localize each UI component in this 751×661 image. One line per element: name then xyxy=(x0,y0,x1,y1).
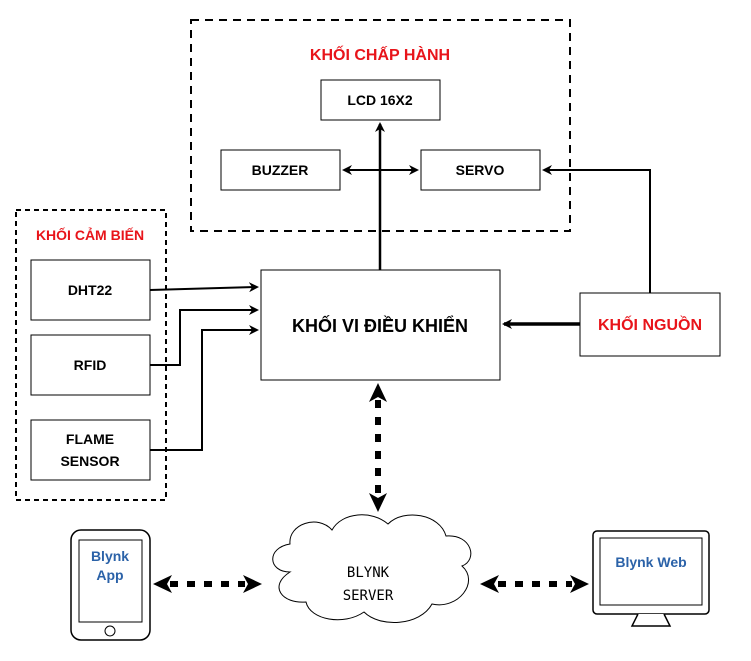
power-label: KHỐI NGUỒN xyxy=(598,314,702,334)
dht22-label: DHT22 xyxy=(68,282,113,298)
lcd-block xyxy=(320,79,441,121)
monitor-icon xyxy=(592,530,710,627)
flame-sensor-block xyxy=(30,419,151,481)
mcu-cloud-arrowhead-down xyxy=(369,493,387,512)
actuator-group-frame xyxy=(190,19,571,232)
buzzer-block xyxy=(220,149,341,191)
power-to-servo-arrow xyxy=(542,165,651,293)
phone-icon xyxy=(70,529,151,641)
blynk-server-cloud xyxy=(272,514,472,623)
blynk-web-label: Blynk Web xyxy=(615,554,686,570)
sensor-group-title: KHỐI CẢM BIẾN xyxy=(36,226,144,243)
actuator-group-title: KHỐI CHẤP HÀNH xyxy=(310,44,450,64)
app-cloud-arrowhead-left xyxy=(153,575,172,593)
flame-label-line2: SENSOR xyxy=(60,453,119,469)
rfid-label: RFID xyxy=(74,357,107,373)
app-cloud-arrowhead-right xyxy=(243,575,262,593)
blynk-app-label-line1: Blynk xyxy=(91,548,129,564)
lcd-label: LCD 16X2 xyxy=(347,92,413,108)
mcu-block xyxy=(260,269,501,381)
cloud-label-line1: BLYNK xyxy=(347,565,390,581)
servo-block xyxy=(420,149,541,191)
sensor-group-frame xyxy=(15,209,167,501)
flame-to-mcu-arrow xyxy=(150,325,259,451)
cloud-label-line2: SERVER xyxy=(343,588,394,604)
power-block xyxy=(579,292,721,357)
blynk-app-label-line2: App xyxy=(96,567,123,583)
servo-label: SERVO xyxy=(456,162,505,178)
dht22-to-mcu-arrow xyxy=(149,282,259,293)
flame-label-line1: FLAME xyxy=(66,431,114,447)
cloud-web-arrowhead-left xyxy=(480,575,499,593)
cloud-web-arrowhead-right xyxy=(570,575,589,593)
mcu-label: KHỐI VI ĐIỀU KHIỂN xyxy=(292,315,468,336)
buzzer-label: BUZZER xyxy=(252,162,309,178)
mcu-cloud-arrowhead-up xyxy=(369,383,387,402)
rfid-to-mcu-arrow xyxy=(150,305,259,366)
